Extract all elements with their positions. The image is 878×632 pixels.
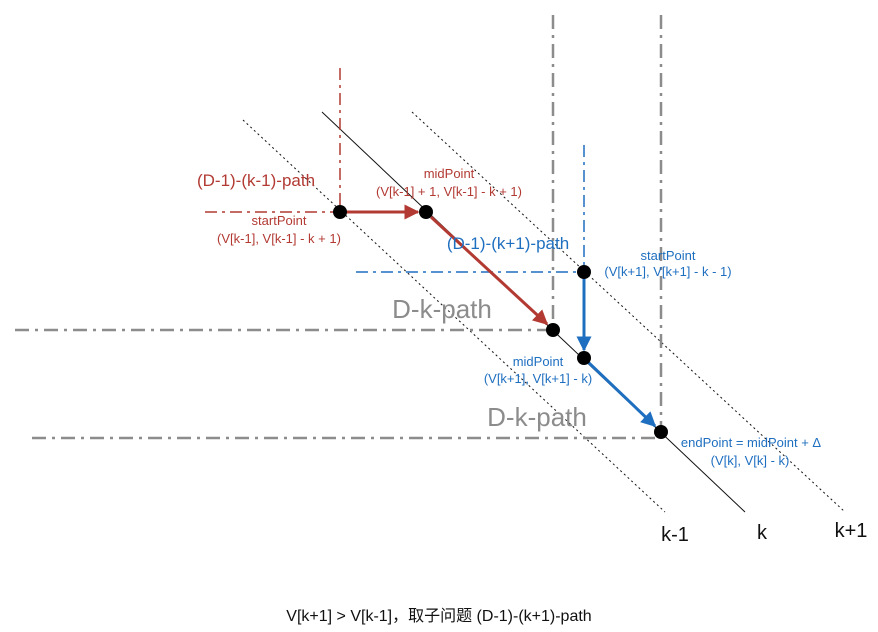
blue-mid-point xyxy=(577,351,591,365)
diagonal-label-k: k xyxy=(757,522,768,544)
blue-arrow-diagonal xyxy=(586,360,657,428)
red-start-point xyxy=(333,205,347,219)
end-coords: (V[k], V[k] - k) xyxy=(711,453,790,468)
dk-path-label-1: D-k-path xyxy=(392,294,492,324)
end-point xyxy=(654,425,668,439)
red-mid-point xyxy=(419,205,433,219)
diagonal-label-k-minus-1: k-1 xyxy=(661,524,689,546)
red-arrow-diagonal xyxy=(429,215,549,326)
figure-caption: V[k+1] > V[k-1]，取子问题 (D-1)-(k+1)-path xyxy=(286,608,592,625)
blue-start-coords: (V[k+1], V[k+1] - k - 1) xyxy=(604,264,731,279)
diagonal-label-k-plus-1: k+1 xyxy=(835,520,868,542)
red-start-title: startPoint xyxy=(252,213,307,228)
end-title: endPoint = midPoint + Δ xyxy=(681,435,822,450)
red-mid-title: midPoint xyxy=(424,166,475,181)
diagonal-k-plus-1 xyxy=(411,111,846,513)
blue-mid-coords: (V[k+1], V[k+1] - k) xyxy=(484,371,592,386)
blue-path-label: (D-1)-(k+1)-path xyxy=(447,234,569,253)
blue-mid-title: midPoint xyxy=(513,354,564,369)
dk-path-label-2: D-k-path xyxy=(487,402,587,432)
blue-start-point xyxy=(577,265,591,279)
red-start-coords: (V[k-1], V[k-1] - k + 1) xyxy=(217,231,341,246)
diagonal-k-minus-1 xyxy=(242,119,666,513)
red-end-point xyxy=(546,323,560,337)
red-mid-coords: (V[k-1] + 1, V[k-1] - k + 1) xyxy=(376,184,522,199)
red-path-label: (D-1)-(k-1)-path xyxy=(197,171,315,190)
blue-start-title: startPoint xyxy=(641,248,696,263)
